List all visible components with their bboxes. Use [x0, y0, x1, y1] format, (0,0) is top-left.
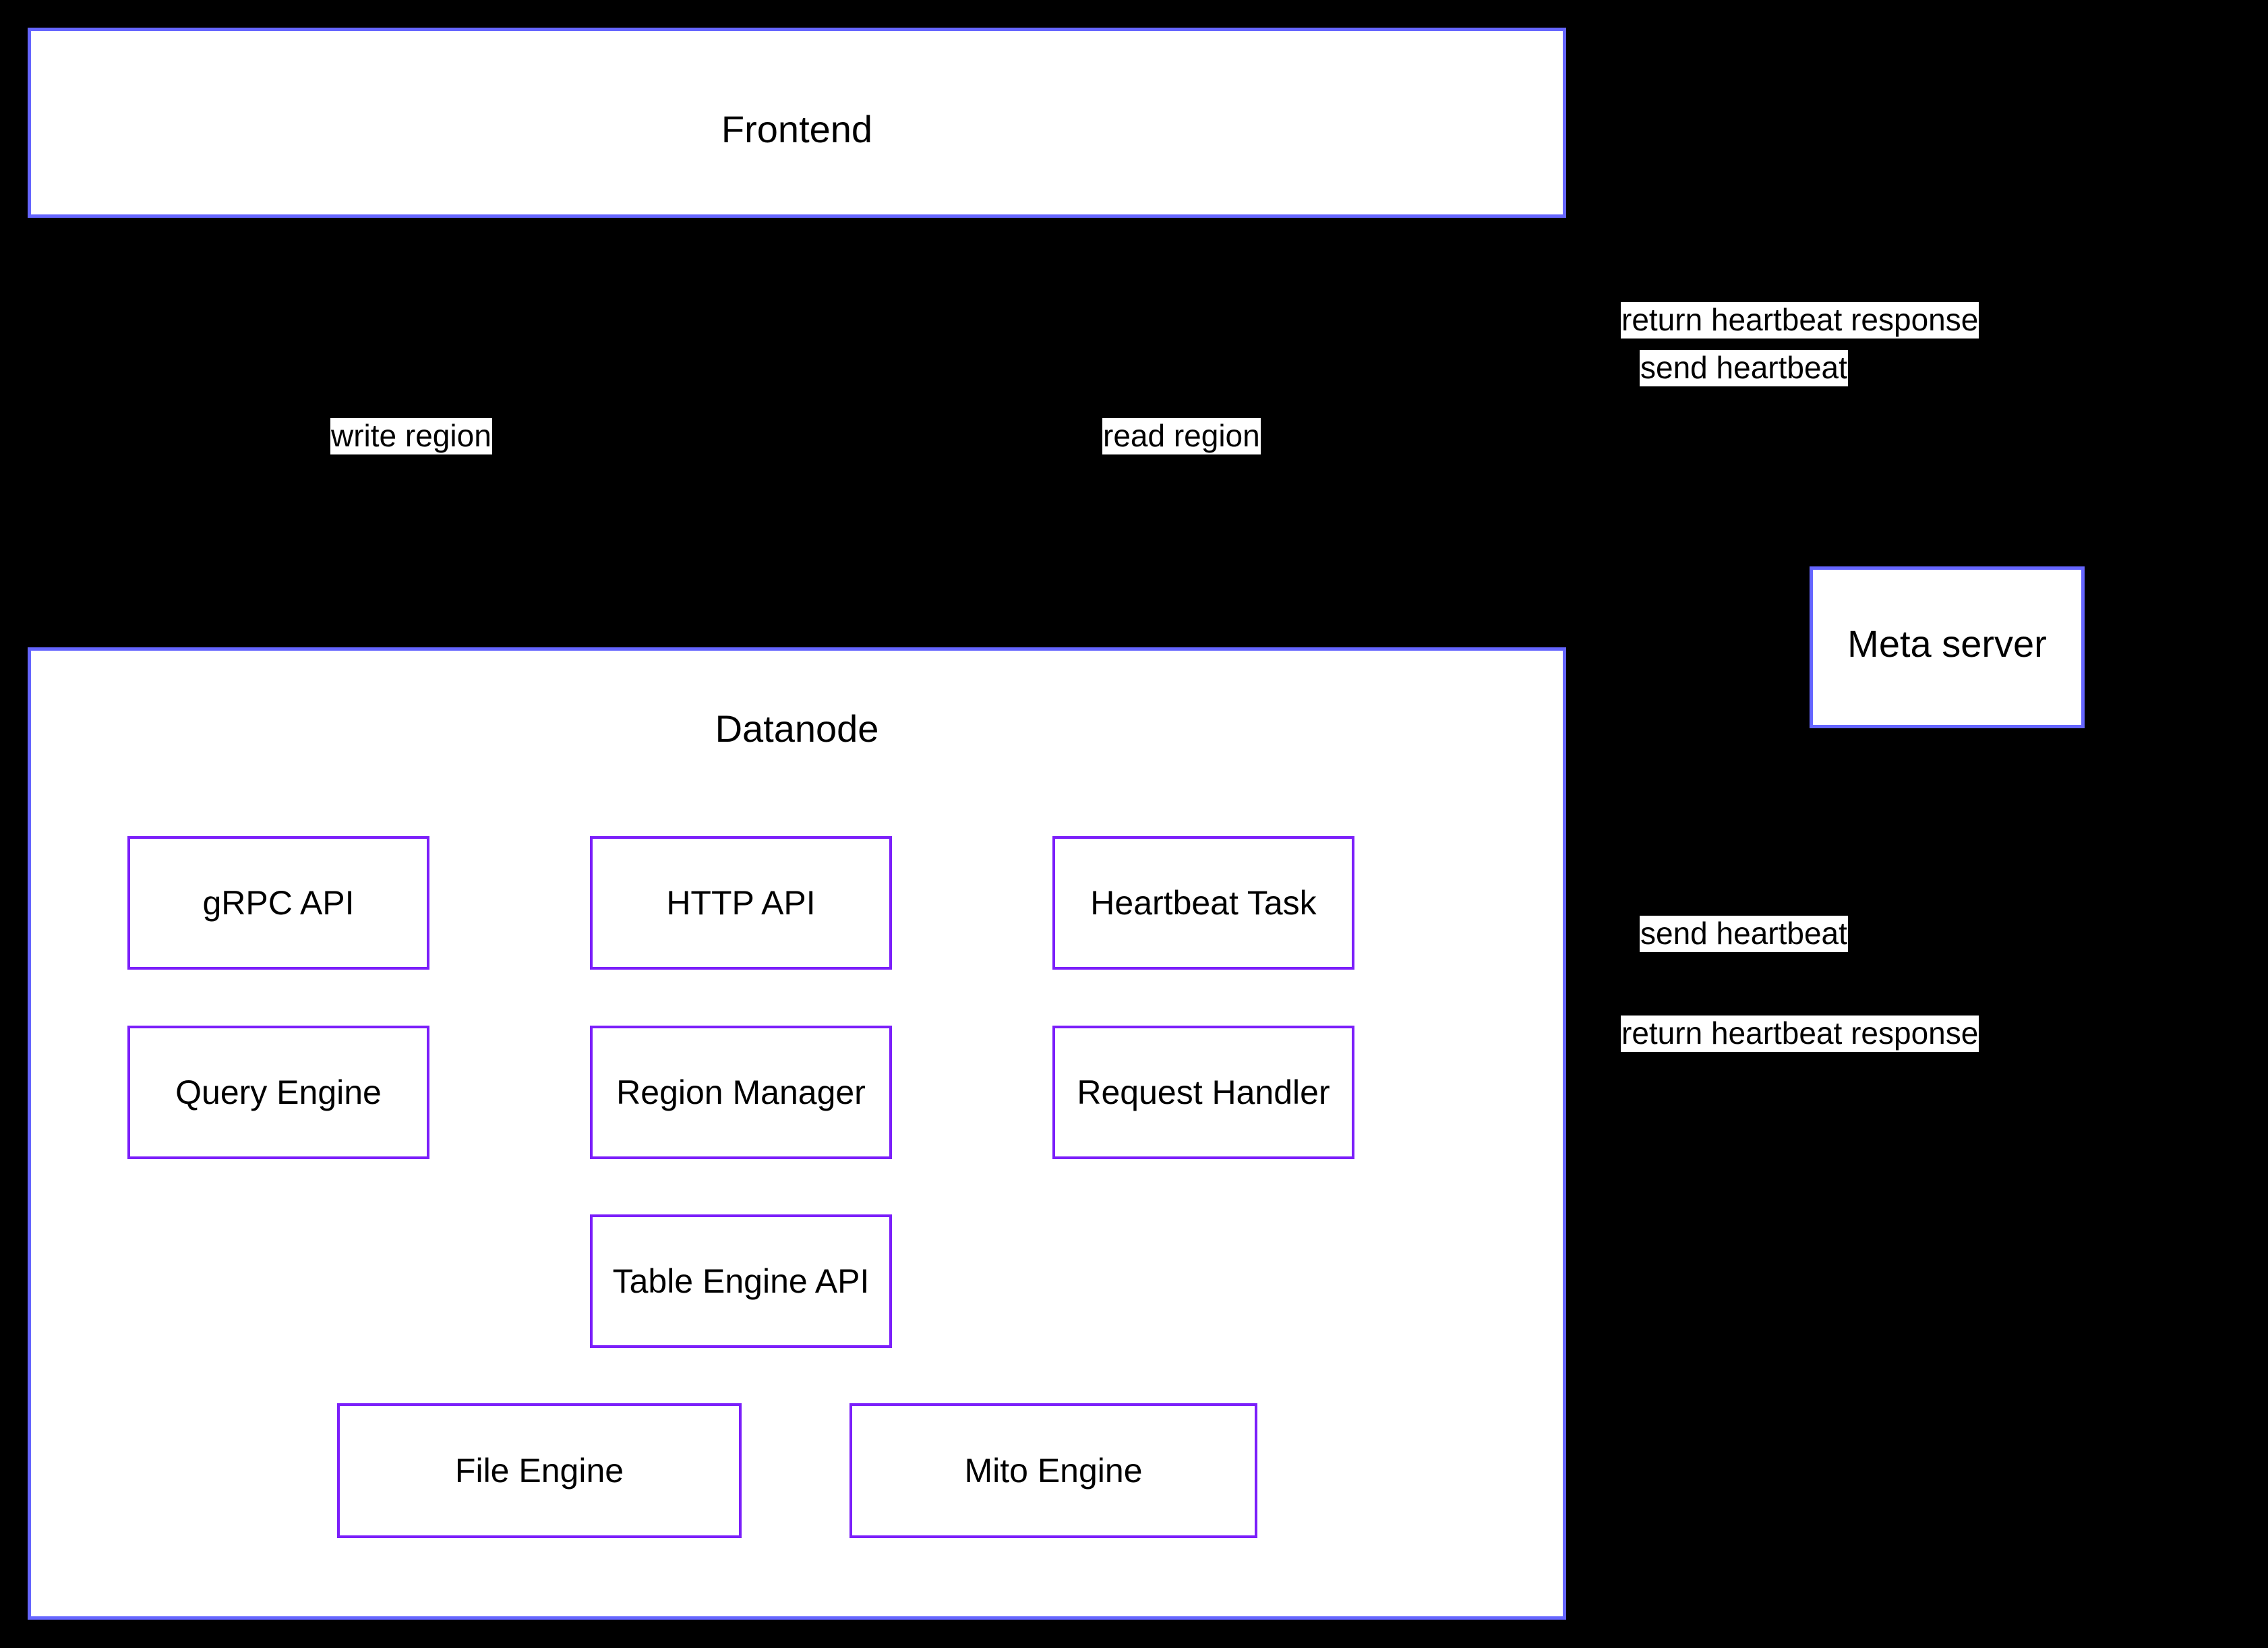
frontend-node[interactable]: Frontend	[28, 28, 1566, 218]
query-engine-label: Query Engine	[175, 1073, 382, 1111]
connector-datanode-send-heartbeat	[1568, 726, 1898, 899]
edge-label-return-heartbeat-response-top: return heartbeat response	[1621, 302, 1979, 339]
heartbeat-task-label: Heartbeat Task	[1090, 884, 1317, 922]
mito-engine-label: Mito Engine	[964, 1452, 1143, 1490]
edge-label-write-region: write region	[330, 418, 492, 454]
request-handler-label: Request Handler	[1077, 1073, 1330, 1111]
datanode-component-request-handler[interactable]: Request Handler	[1052, 1026, 1354, 1159]
grpc-api-label: gRPC API	[202, 884, 355, 922]
meta-server-node-label: Meta server	[1847, 622, 2047, 665]
datanode-component-grpc-api[interactable]: gRPC API	[127, 836, 429, 970]
region-manager-label: Region Manager	[616, 1073, 866, 1111]
connector-meta-return-heartbeat-datanode	[1565, 730, 1816, 1069]
datanode-component-file-engine[interactable]: File Engine	[337, 1403, 742, 1538]
edge-label-send-heartbeat-top: send heartbeat	[1640, 350, 1848, 386]
edge-label-return-heartbeat-response-bottom: return heartbeat response	[1621, 1016, 1979, 1052]
meta-server-node[interactable]: Meta server	[1810, 566, 2085, 728]
datanode-component-region-manager[interactable]: Region Manager	[590, 1026, 892, 1159]
datanode-component-heartbeat-task[interactable]: Heartbeat Task	[1052, 836, 1354, 970]
datanode-component-http-api[interactable]: HTTP API	[590, 836, 892, 970]
file-engine-label: File Engine	[454, 1452, 624, 1490]
datanode-component-mito-engine[interactable]: Mito Engine	[849, 1403, 1257, 1538]
datanode-component-query-engine[interactable]: Query Engine	[127, 1026, 429, 1159]
edge-label-read-region: read region	[1102, 418, 1261, 454]
http-api-label: HTTP API	[666, 884, 816, 922]
table-engine-api-label: Table Engine API	[612, 1262, 870, 1300]
frontend-node-label: Frontend	[721, 108, 873, 150]
edge-label-send-heartbeat-bottom: send heartbeat	[1640, 916, 1848, 952]
datanode-node-label: Datanode	[715, 707, 879, 750]
datanode-component-table-engine-api[interactable]: Table Engine API	[590, 1214, 892, 1348]
